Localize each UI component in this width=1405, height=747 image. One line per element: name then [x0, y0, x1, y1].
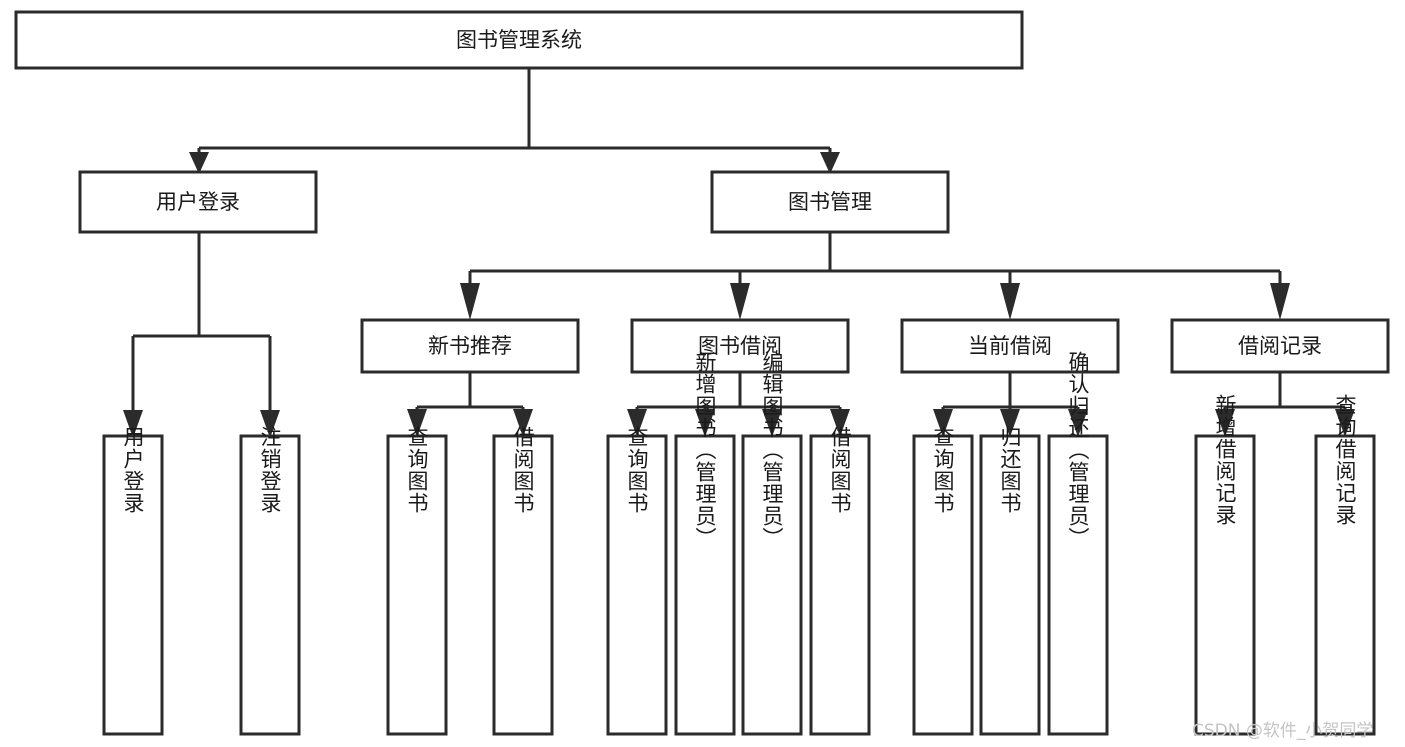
- arrow-head-userlogin-0: [123, 410, 143, 438]
- leaf-user-login-0-label: 用户登录: [121, 426, 145, 514]
- leaf-book-borrow-3-box[interactable]: [809, 434, 871, 736]
- leaf-borrow-records-1-label: 查询借阅记录: [1333, 394, 1357, 526]
- leaf-new-book-0-box[interactable]: [386, 434, 448, 736]
- arrow-head-root-0: [189, 152, 209, 174]
- leaf-user-login-1[interactable]: 注销登录: [239, 426, 301, 736]
- node-user-login[interactable]: 用户登录: [78, 170, 318, 234]
- leaf-current-borrow-0[interactable]: 查询图书: [912, 426, 974, 736]
- node-borrow-records-box[interactable]: [1170, 318, 1390, 374]
- connector-group-borrow-records: [1215, 372, 1355, 437]
- arrow-head-bookmanage-0: [460, 283, 480, 320]
- leaf-current-borrow-1-box[interactable]: [979, 434, 1041, 736]
- leaf-borrow-records-1-box[interactable]: [1314, 434, 1376, 736]
- leaf-user-login-1-box[interactable]: [239, 434, 301, 736]
- arrow-head-bookborrow-2: [762, 409, 782, 437]
- node-new-book-recommend[interactable]: 新书推荐: [360, 318, 580, 374]
- leaf-book-borrow-0[interactable]: 查询图书: [606, 426, 668, 736]
- leaf-current-borrow-2[interactable]: 确认归还（管理员）: [1047, 351, 1109, 736]
- node-borrow-records-label: 借阅记录: [1238, 334, 1322, 358]
- node-book-manage-box[interactable]: [710, 170, 950, 234]
- leaf-book-borrow-2[interactable]: 编辑图书（管理员）: [741, 351, 803, 736]
- leaf-current-borrow-1-label: 归还图书: [998, 426, 1022, 514]
- connector-group-current-borrow: [933, 372, 1088, 437]
- arrow-head-userlogin-1: [260, 410, 280, 438]
- node-new-book-recommend-box[interactable]: [360, 318, 580, 374]
- leaf-user-login-1-label: 注销登录: [258, 426, 282, 514]
- leaf-new-book-0-label: 查询图书: [405, 426, 429, 514]
- arrow-head-currentborrow-2: [1068, 409, 1088, 437]
- leaf-book-borrow-3[interactable]: 借阅图书: [809, 426, 871, 736]
- node-current-borrow-box[interactable]: [900, 318, 1120, 374]
- arrow-head-newbook-1: [513, 409, 533, 437]
- leaf-book-borrow-0-box[interactable]: [606, 434, 668, 736]
- arrow-head-bookborrow-3: [830, 409, 850, 437]
- connector-group-new-book: [407, 372, 533, 437]
- connector-group-book-borrow: [627, 372, 850, 437]
- leaf-book-borrow-0-label: 查询图书: [625, 426, 649, 514]
- node-new-book-recommend-label: 新书推荐: [428, 334, 512, 358]
- arrow-head-bookborrow-0: [627, 409, 647, 437]
- leaf-borrow-records-1[interactable]: 查询借阅记录: [1314, 394, 1376, 736]
- leaf-book-borrow-3-label: 借阅图书: [828, 426, 852, 514]
- leaf-user-login-0-box[interactable]: [102, 434, 164, 736]
- leaf-book-borrow-2-box[interactable]: [741, 434, 803, 736]
- leaf-book-borrow-1-box[interactable]: [674, 434, 736, 736]
- connector-group-user-login: [123, 232, 280, 438]
- node-user-login-label: 用户登录: [156, 190, 240, 214]
- leaf-borrow-records-0-box[interactable]: [1194, 434, 1256, 736]
- node-root-label: 图书管理系统: [456, 28, 582, 52]
- connector-group-root: [189, 67, 840, 174]
- node-book-manage-label: 图书管理: [788, 190, 872, 214]
- node-current-borrow[interactable]: 当前借阅: [900, 318, 1120, 374]
- leaf-new-book-1-label: 借阅图书: [511, 426, 535, 514]
- leaf-book-borrow-2-label: 编辑图书（管理员）: [760, 351, 784, 549]
- leaf-new-book-1-box[interactable]: [492, 434, 554, 736]
- node-book-borrow[interactable]: 图书借阅: [630, 318, 850, 374]
- node-borrow-records[interactable]: 借阅记录: [1170, 318, 1390, 374]
- node-root[interactable]: 图书管理系统: [14, 10, 1024, 70]
- node-book-borrow-box[interactable]: [630, 318, 850, 374]
- leaf-current-borrow-0-label: 查询图书: [931, 426, 955, 514]
- leaf-current-borrow-2-label: 确认归还（管理员）: [1066, 351, 1090, 549]
- leaf-book-borrow-1[interactable]: 新增图书（管理员）: [674, 351, 736, 736]
- node-user-login-box[interactable]: [78, 170, 318, 234]
- arrow-head-bookmanage-1: [730, 283, 750, 320]
- leaf-borrow-records-0[interactable]: 新增借阅记录: [1194, 394, 1256, 736]
- connector-group-book-manage: [460, 232, 1290, 320]
- node-root-box[interactable]: [14, 10, 1024, 70]
- arrow-head-bookmanage-2: [1000, 283, 1020, 320]
- arrow-head-newbook-0: [407, 409, 427, 437]
- leaf-current-borrow-2-box[interactable]: [1047, 434, 1109, 736]
- arrow-head-bookborrow-1: [695, 409, 715, 437]
- arrow-head-bookmanage-3: [1270, 283, 1290, 320]
- node-book-borrow-label: 图书借阅: [698, 334, 782, 358]
- leaf-borrow-records-0-label: 新增借阅记录: [1213, 394, 1237, 526]
- arrow-head-borrowrecords-0: [1215, 409, 1235, 437]
- leaf-current-borrow-1[interactable]: 归还图书: [979, 426, 1041, 736]
- leaf-book-borrow-1-label: 新增图书（管理员）: [693, 351, 717, 549]
- arrow-head-currentborrow-0: [933, 409, 953, 437]
- leaf-new-book-1[interactable]: 借阅图书: [492, 426, 554, 736]
- arrow-head-root-1: [820, 152, 840, 174]
- leaf-user-login-0[interactable]: 用户登录: [102, 426, 164, 736]
- arrow-head-borrowrecords-1: [1335, 409, 1355, 437]
- leaf-new-book-0[interactable]: 查询图书: [386, 426, 448, 736]
- node-current-borrow-label: 当前借阅: [968, 334, 1052, 358]
- node-book-manage[interactable]: 图书管理: [710, 170, 950, 234]
- leaf-current-borrow-0-box[interactable]: [912, 434, 974, 736]
- arrow-head-currentborrow-1: [1000, 409, 1020, 437]
